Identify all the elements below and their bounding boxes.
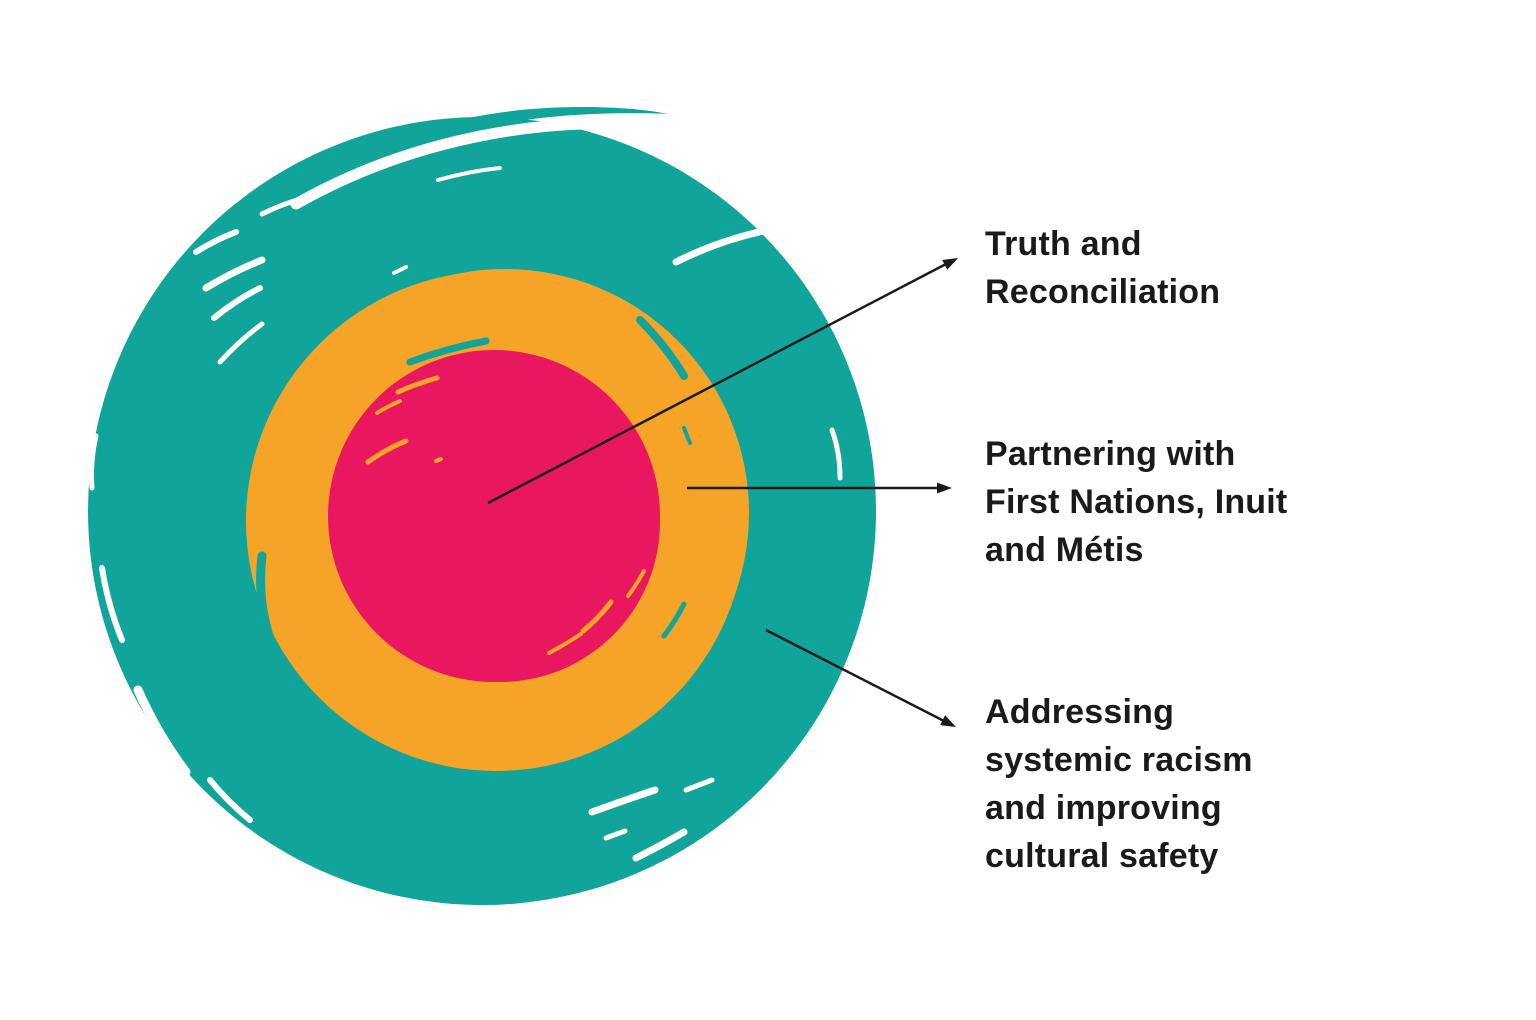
arrowhead-partnering-icon	[937, 482, 952, 494]
label-addressing-systemic-racism: Addressing systemic racism and improving…	[985, 688, 1253, 880]
label-line: Truth and	[985, 225, 1142, 263]
pink-orange-streaks	[365, 375, 646, 655]
label-line: Addressing	[985, 693, 1175, 731]
inner-ring-wobble	[340, 362, 660, 682]
label-line: and improving	[985, 789, 1222, 827]
arrowhead-truth-icon	[942, 258, 958, 270]
label-line: cultural safety	[985, 837, 1219, 875]
inner-ring-pink	[328, 350, 660, 682]
label-line: First Nations, Inuit	[985, 483, 1288, 521]
label-partnering-first-nations: Partnering with First Nations, Inuit and…	[985, 430, 1287, 574]
teal-white-streaks	[89, 118, 843, 862]
arrow-line-addressing	[765, 628, 945, 723]
arrowhead-addressing-icon	[940, 715, 956, 727]
brush-flick	[272, 106, 668, 204]
arrow-line-truth	[487, 262, 947, 505]
annotation-arrows	[487, 258, 958, 727]
label-truth-reconciliation: Truth and Reconciliation	[985, 220, 1220, 316]
label-line: Reconciliation	[985, 273, 1221, 311]
label-line: systemic racism	[985, 741, 1253, 779]
label-line: and Métis	[985, 531, 1144, 569]
label-line: Partnering with	[985, 435, 1236, 473]
